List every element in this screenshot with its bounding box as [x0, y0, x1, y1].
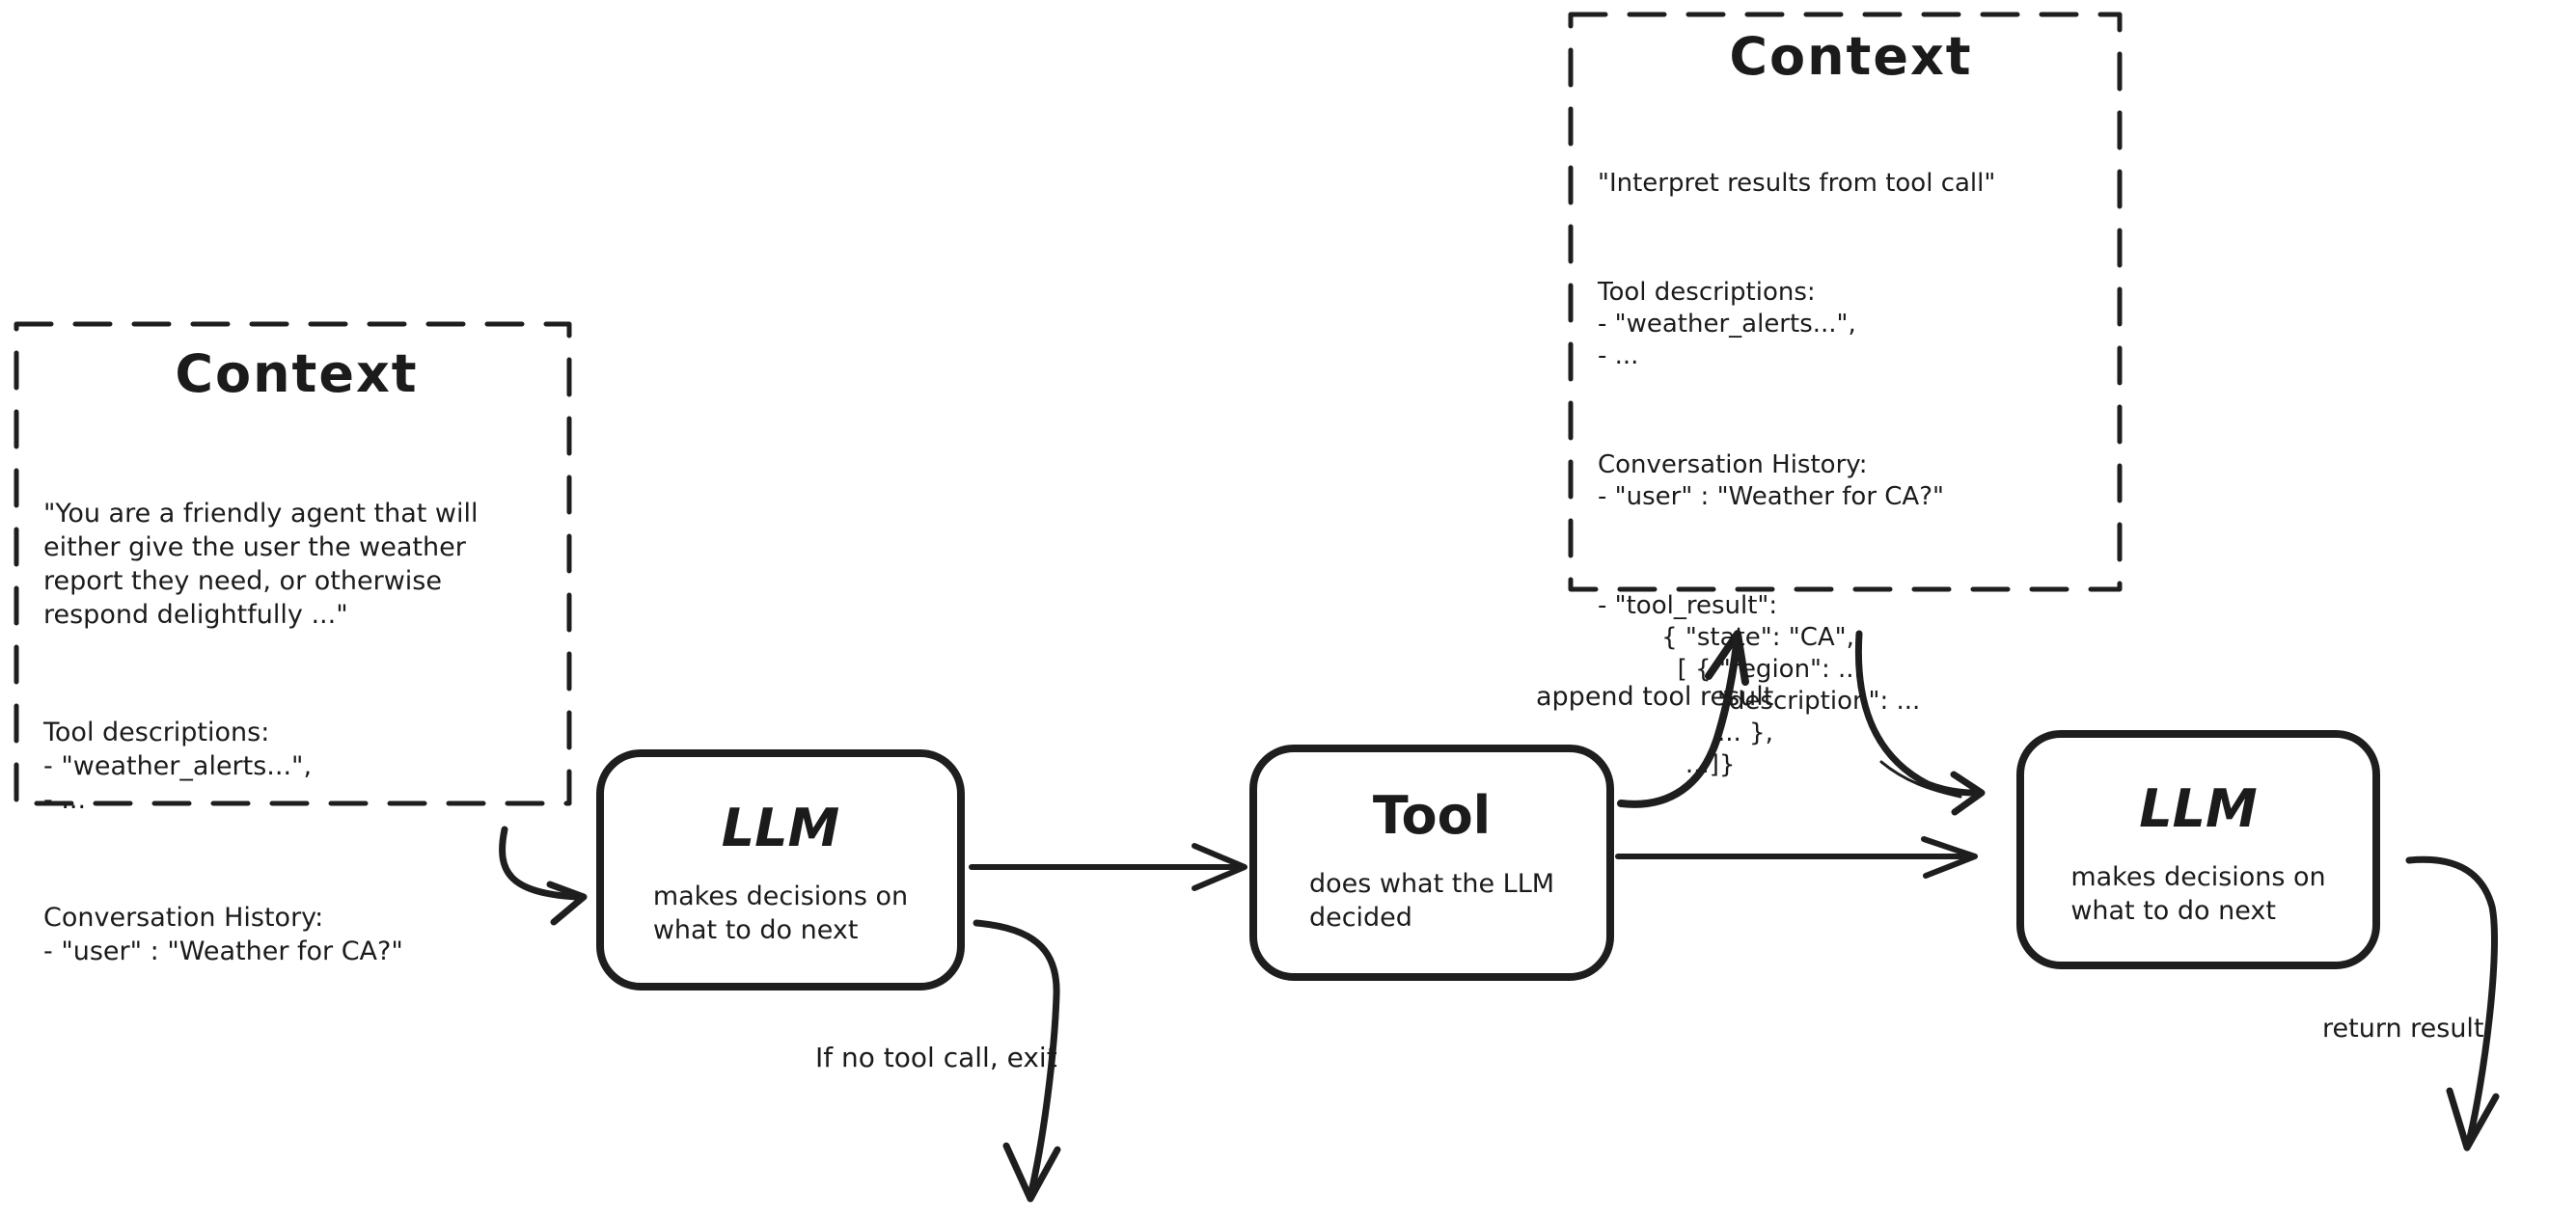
interpret-results-text: "Interpret results from tool call" [1598, 168, 1996, 198]
node-llm-1: LLM makes decisions on what to do next [596, 749, 965, 990]
node-tool: Tool does what the LLM decided [1249, 745, 1614, 981]
arrow-llm2-return [2405, 855, 2500, 1152]
context-right-border [1568, 12, 2123, 592]
arrow-tool-to-context-right [1617, 630, 1749, 808]
label-if-no-tool-call-exit: If no tool call, exit [815, 1042, 1057, 1073]
tool-descriptions-text: Tool descriptions: - "weather_alerts..."… [43, 717, 313, 815]
context-right-box: Context "Interpret results from tool cal… [1571, 14, 2120, 779]
system-prompt-text: "You are a friendly agent that will eith… [43, 498, 479, 630]
tool-result-json-text: - "tool_result": { "state": "CA", [ { "r… [1598, 590, 1921, 779]
arrow-llm1-to-tool [969, 843, 1247, 891]
conversation-history-text: Conversation History: - "user" : "Weathe… [1598, 449, 1944, 511]
context-left-title: Context [175, 343, 419, 404]
llm2-title: LLM [2139, 778, 2258, 839]
arrow-context-right-to-llm2 [1854, 630, 1986, 816]
arrow-llm1-exit [973, 919, 1061, 1203]
context-left-box: Context "You are a friendly agent that w… [16, 324, 569, 966]
tool-subtitle: does what the LLM decided [1308, 869, 1555, 934]
label-append-tool-result: append tool result [1536, 682, 1774, 712]
label-return-result: return result [2322, 1014, 2484, 1044]
llm2-subtitle: makes decisions on what to do next [2070, 862, 2326, 927]
context-right-title: Context [1729, 26, 1973, 87]
conversation-history-text: Conversation History: - "user" : "Weathe… [43, 902, 403, 966]
llm1-subtitle: makes decisions on what to do next [652, 882, 909, 946]
tool-descriptions-text: Tool descriptions: - "weather_alerts..."… [1598, 277, 1856, 370]
tool-title: Tool [1372, 785, 1492, 846]
arrow-tool-to-llm2 [1615, 836, 1978, 879]
arrow-context-left-to-llm1 [499, 826, 588, 926]
node-llm-2: LLM makes decisions on what to do next [2016, 730, 2380, 969]
context-right-body: "Interpret results from tool call" Tool … [1598, 104, 2104, 858]
context-left-body: "You are a friendly agent that will eith… [43, 429, 550, 1052]
context-left-border [14, 321, 572, 806]
llm1-title: LLM [721, 798, 840, 858]
